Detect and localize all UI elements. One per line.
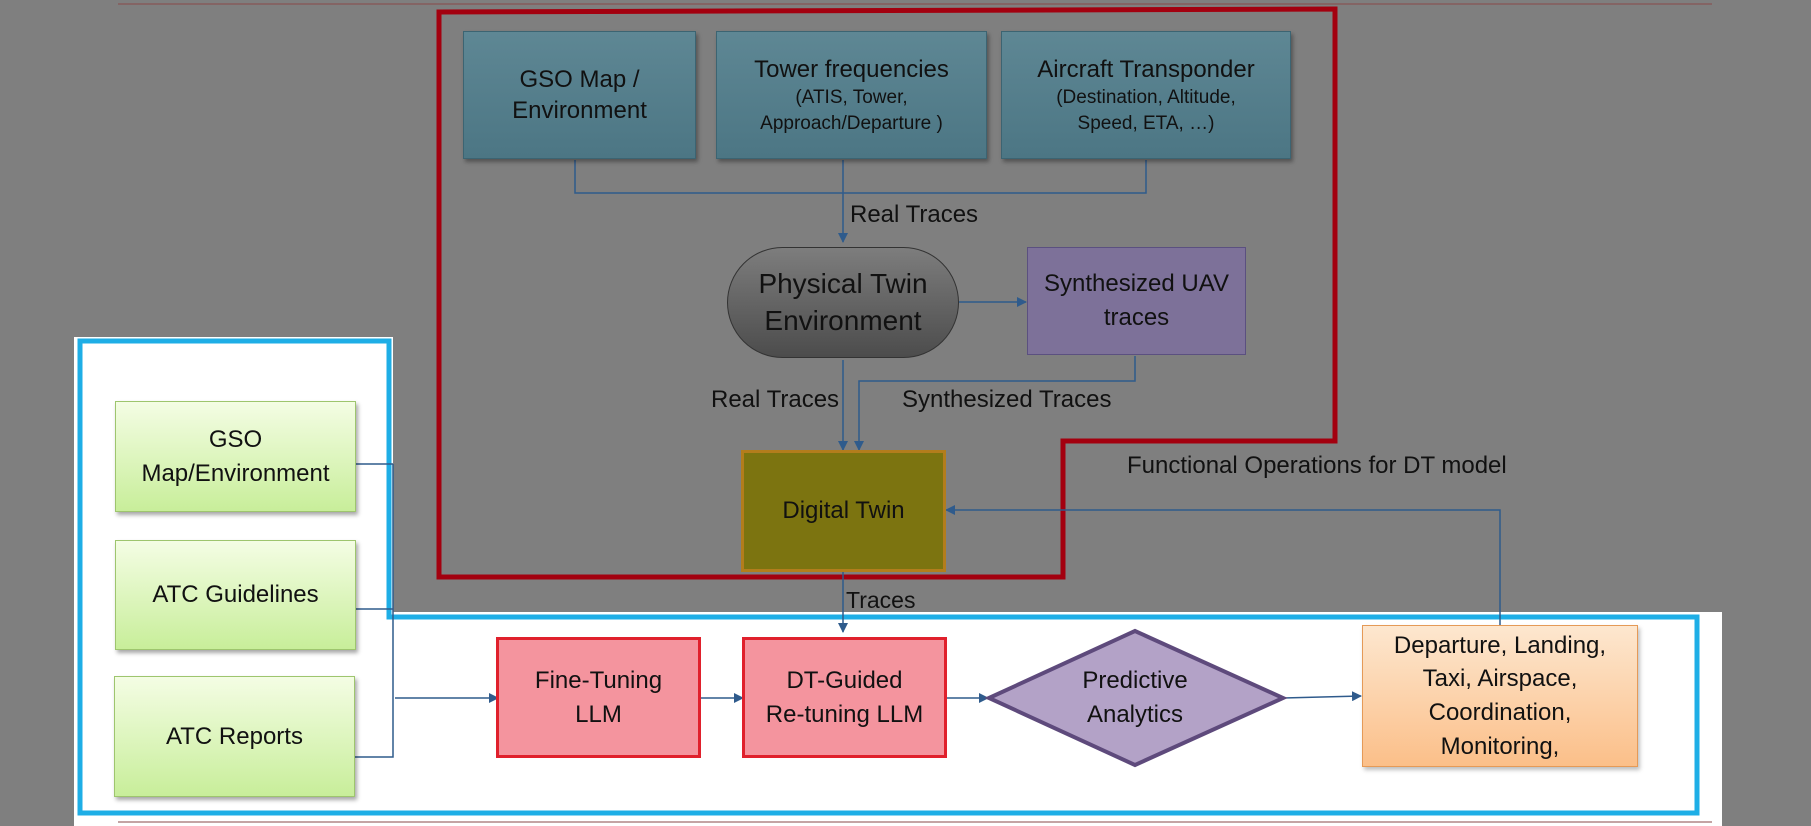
inputs-bracket [574, 160, 1147, 194]
label-synthesized-traces: Synthesized Traces [902, 386, 1112, 413]
tower-frequencies-box: Tower frequencies (ATIS, Tower, Approach… [716, 31, 987, 159]
predictive-analytics-label: Predictive Analytics [1082, 667, 1188, 728]
label-functional-operations: Functional Operations for DT model [1127, 452, 1507, 479]
fine-tuning-llm-box: Fine-Tuning LLM [496, 637, 701, 758]
aircraft-transponder-title: Aircraft Transponder [1037, 55, 1255, 83]
label-real-traces-top: Real Traces [850, 201, 979, 228]
red-frame [436, 6, 1338, 580]
synthesized-uav-box: Synthesized UAV traces [1027, 247, 1246, 355]
tower-frequencies-title: Tower frequencies [754, 55, 949, 83]
atc-reports-box: ATC Reports [114, 676, 355, 797]
arrow-feedback [945, 505, 1501, 625]
gso-map-box: GSO Map / Environment [463, 31, 696, 159]
predictive-diamond [984, 628, 1288, 768]
atc-guidelines-box: ATC Guidelines [115, 540, 356, 650]
arrow-predictive-to-operations [1282, 691, 1362, 702]
label-traces: Traces [846, 587, 916, 613]
arrow-synthesized-traces [854, 356, 1136, 451]
physical-twin-node: Physical Twin Environment [727, 247, 959, 358]
aircraft-transponder-sub: (Destination, Altitude, Speed, ETA, …) [1056, 86, 1236, 134]
dt-guided-llm-box: DT-Guided Re-tuning LLM [742, 637, 947, 758]
tower-frequencies-sub: (ATIS, Tower, Approach/Departure ) [760, 86, 943, 134]
operations-box: Departure, Landing, Taxi, Airspace, Coor… [1362, 625, 1638, 767]
gso-map-environment-box: GSO Map/Environment [115, 401, 356, 512]
label-real-traces-left: Real Traces [711, 386, 840, 413]
blue-frame [77, 338, 1700, 816]
digital-twin-box: Digital Twin [741, 450, 946, 572]
aircraft-transponder-box: Aircraft Transponder (Destination, Altit… [1001, 31, 1291, 159]
